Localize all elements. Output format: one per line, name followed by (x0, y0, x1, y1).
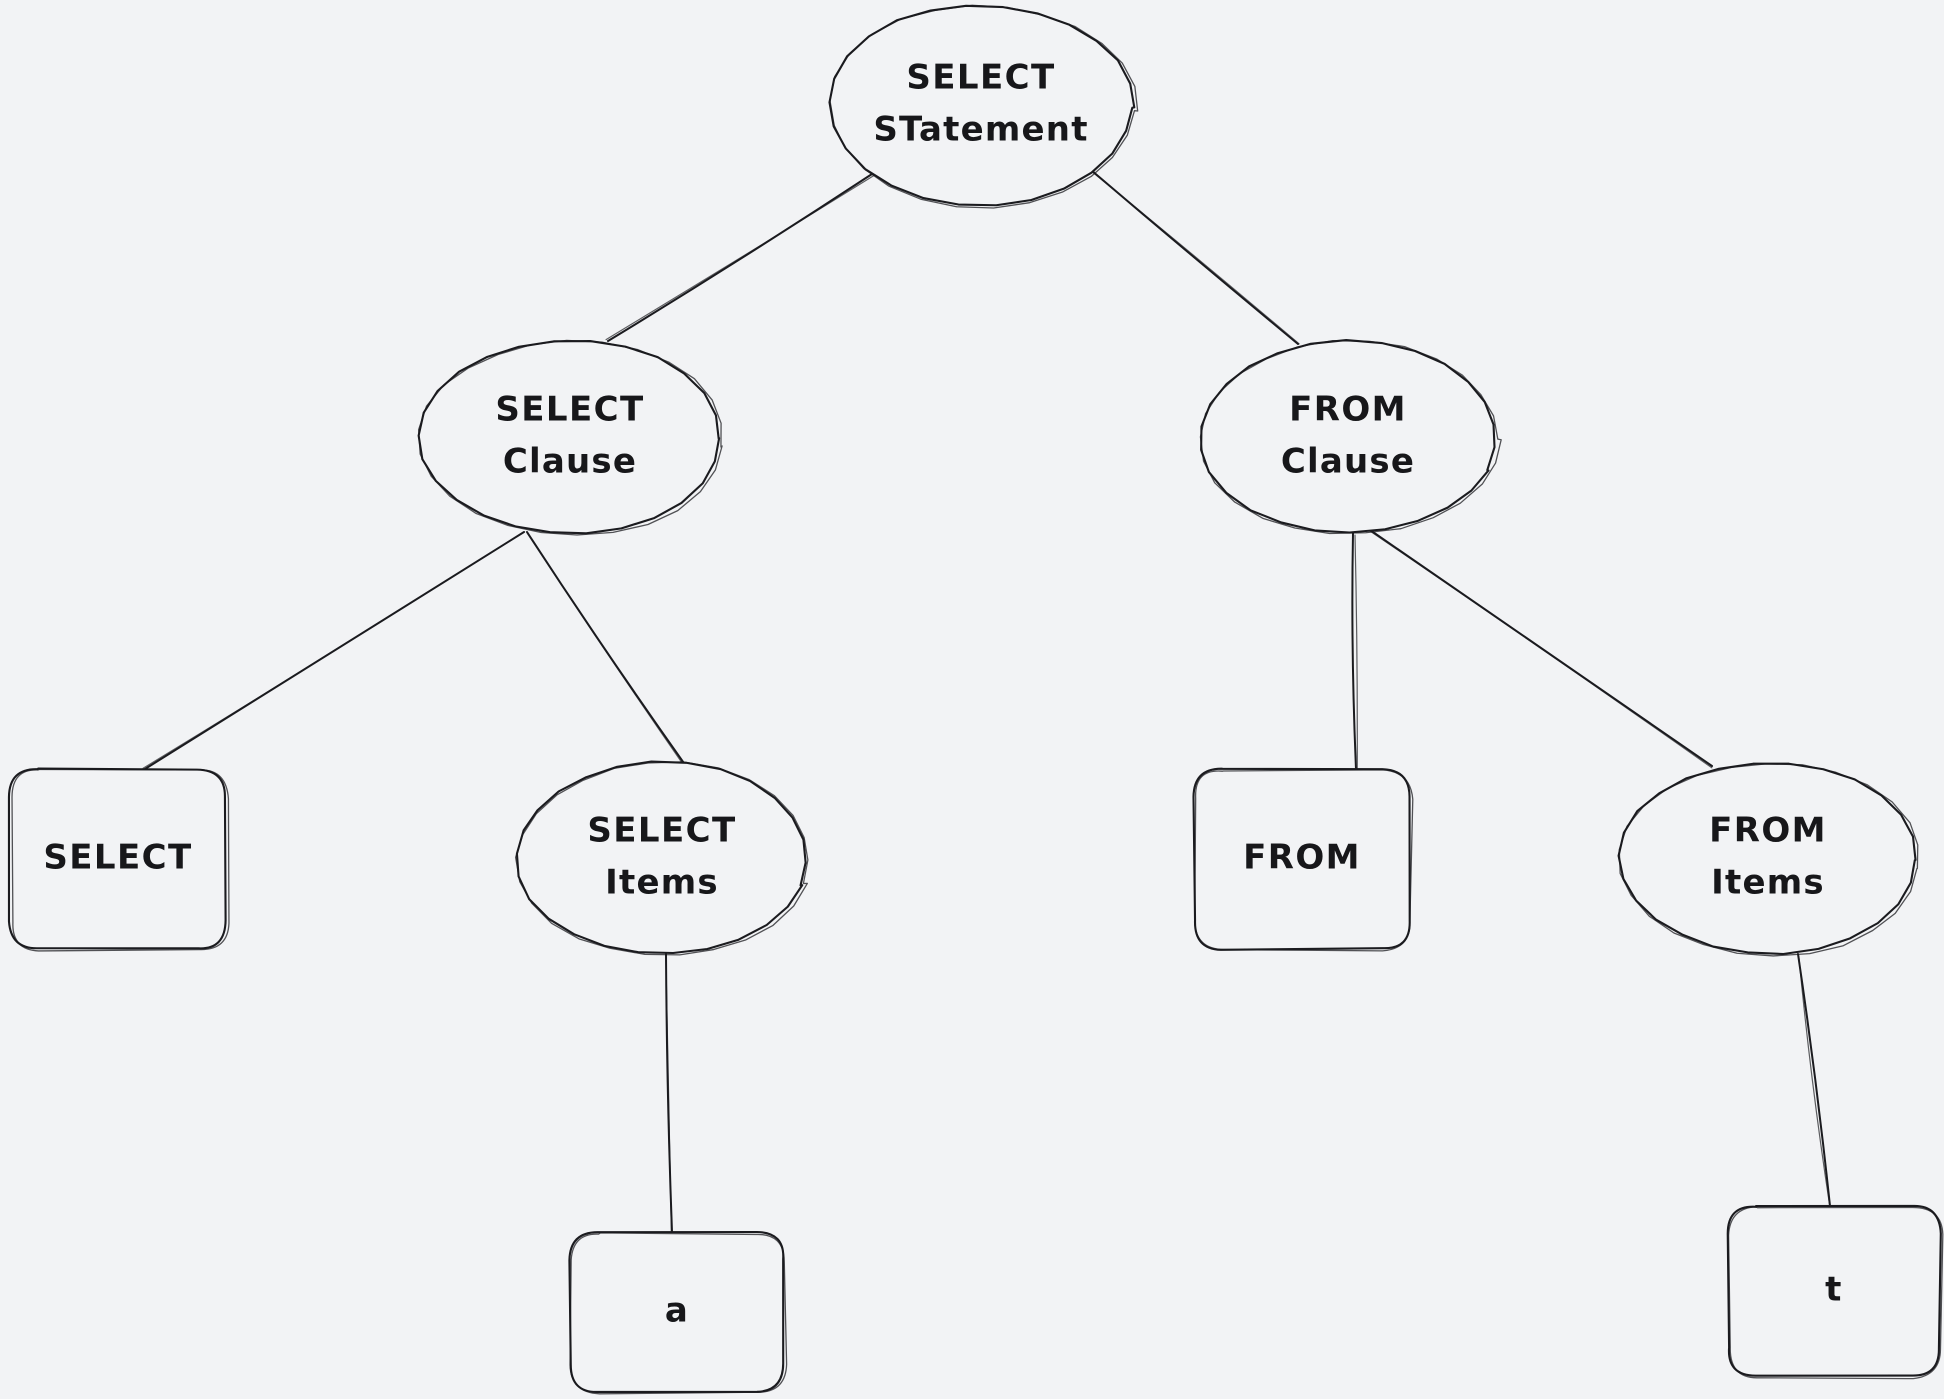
node-label-line2: Clause (503, 442, 637, 482)
edge-from-clause-to-from-items (1368, 529, 1713, 769)
node-shape-ghost (11, 768, 230, 952)
node-label-line1: FROM (1289, 390, 1407, 430)
node-select-clause[interactable]: SELECT Clause (417, 339, 723, 536)
edge-stroke-ghost (526, 532, 686, 768)
edge-select-items-to-column-a (665, 953, 673, 1233)
node-shape-ellipse[interactable] (1200, 339, 1496, 534)
node-label-line1: FROM (1709, 811, 1827, 851)
node-shape-ellipse[interactable] (417, 339, 721, 535)
node-from-items[interactable]: FROM Items (1617, 762, 1919, 957)
node-shape-ghost (417, 339, 723, 536)
edge-stroke-ghost (1354, 534, 1358, 771)
edge-select-clause-to-select-items (526, 531, 687, 768)
node-shape-ghost (829, 4, 1139, 209)
node-shape-rect[interactable] (7, 767, 227, 950)
edge-stroke-ghost (605, 175, 875, 341)
edge-stroke-ghost (1798, 955, 1831, 1209)
edge-stroke (1797, 953, 1831, 1207)
node-column-a[interactable]: a (568, 1230, 788, 1395)
node-label-line1: FROM (1243, 838, 1361, 878)
node-label-line1: SELECT (495, 390, 644, 430)
edge-select-statement-to-from-clause (1090, 169, 1300, 345)
node-label-line1: a (665, 1291, 689, 1331)
edge-stroke (607, 173, 873, 342)
node-shape-ghost (514, 761, 809, 956)
edge-from-clause-to-from-terminal (1351, 532, 1358, 771)
node-select-items[interactable]: SELECT Items (514, 760, 809, 956)
node-shape-ghost (1194, 769, 1414, 952)
node-select-statement[interactable]: SELECT STatement (828, 4, 1139, 209)
node-shape-ghost (1727, 1206, 1944, 1380)
node-shape-ghost (1618, 763, 1919, 957)
node-select-terminal[interactable]: SELECT (7, 767, 230, 952)
edge-stroke (526, 531, 687, 767)
node-from-terminal[interactable]: FROM (1192, 767, 1414, 952)
edge-from-items-to-table-t (1797, 953, 1831, 1209)
edge-select-clause-to-select-terminal (142, 531, 526, 770)
node-label-line2: Clause (1281, 442, 1415, 482)
node-label-line1: SELECT (587, 811, 736, 851)
node-label-line1: t (1825, 1270, 1843, 1310)
node-table-t[interactable]: t (1726, 1204, 1944, 1380)
nodes-layer: SELECTSTatementSELECTClauseFROMClauseSEL… (7, 4, 1944, 1395)
node-shape-rect[interactable] (1726, 1204, 1942, 1377)
node-label-line2: Items (605, 863, 719, 903)
edge-select-statement-to-select-clause (605, 173, 875, 342)
edge-stroke-ghost (142, 531, 526, 769)
node-shape-ellipse[interactable] (515, 760, 807, 955)
edge-stroke-ghost (665, 953, 672, 1233)
node-shape-ghost (569, 1232, 788, 1395)
node-shape-rect[interactable] (1192, 767, 1411, 951)
edge-stroke-ghost (1368, 530, 1713, 769)
node-shape-ghost (1199, 340, 1502, 535)
node-label-line1: SELECT (906, 58, 1055, 98)
edge-stroke-ghost (1090, 170, 1300, 345)
node-label-line2: Items (1711, 863, 1825, 903)
node-label-line2: STatement (873, 110, 1088, 150)
edges-layer (142, 169, 1831, 1233)
node-label-line1: SELECT (43, 838, 192, 878)
node-from-clause[interactable]: FROM Clause (1199, 339, 1502, 535)
edge-stroke (1351, 532, 1357, 770)
